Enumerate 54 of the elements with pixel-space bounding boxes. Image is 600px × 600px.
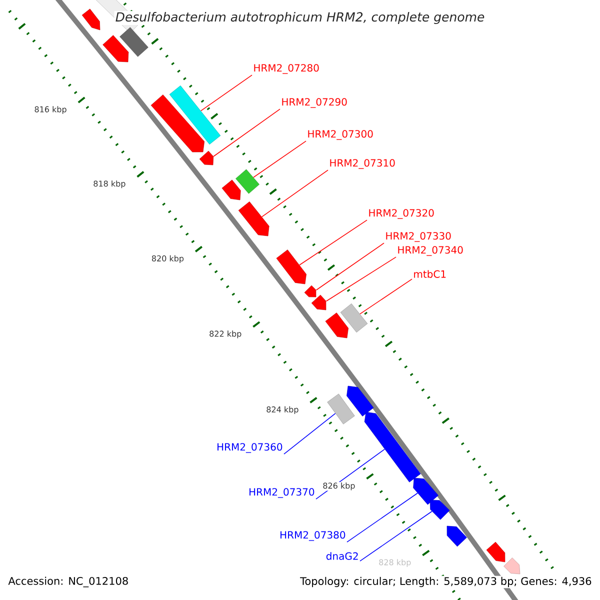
gene-block xyxy=(325,312,348,338)
scale-label: 818 kbp xyxy=(92,180,126,189)
title: Desulfobacterium autotrophicum HRM2, complete genome xyxy=(114,10,486,26)
leader-line xyxy=(262,170,328,218)
scale-label: 824 kbp xyxy=(266,406,300,415)
leader-line xyxy=(326,256,396,302)
scale-label: 816 kbp xyxy=(34,106,68,114)
gene-block xyxy=(486,542,506,562)
gene-block xyxy=(346,386,374,416)
gene-label: HRM2_07300 xyxy=(308,130,373,140)
leader-line xyxy=(316,242,384,290)
gene-block xyxy=(236,169,260,194)
leader-line xyxy=(213,108,280,157)
gene-block xyxy=(304,285,316,298)
scale-label: 828 kbp xyxy=(378,558,412,568)
leader-line xyxy=(360,510,432,562)
gene-block xyxy=(120,27,148,57)
gene-block xyxy=(238,201,270,236)
gene-block xyxy=(169,85,221,145)
scale-label: 826 kbp xyxy=(322,482,356,491)
scale-label: 820 kbp xyxy=(150,254,185,264)
gene-label: HRM2_07360 xyxy=(218,443,282,453)
gene-block xyxy=(276,250,306,284)
gene-block xyxy=(504,558,520,574)
gene-label: mtbC1 xyxy=(414,270,446,278)
leader-line xyxy=(253,140,306,178)
gene-label: HRM2_07340 xyxy=(398,246,463,256)
leader-line xyxy=(299,220,368,266)
gene-label: HRM2_07380 xyxy=(280,531,346,541)
gene-label: HRM2_07280 xyxy=(254,64,319,74)
gene-label: HRM2_07310 xyxy=(330,159,395,169)
gene-block xyxy=(327,394,355,424)
scale-label: 822 kbp xyxy=(208,330,242,339)
gene-block xyxy=(413,478,438,505)
gene-label: dnaG2 xyxy=(326,552,358,560)
gene-block xyxy=(150,94,204,152)
gene-block xyxy=(340,303,368,333)
gene-block xyxy=(102,35,129,62)
gene-label: HRM2_07330 xyxy=(386,232,451,242)
gene-label: HRM2_07370 xyxy=(250,488,314,498)
gene-block xyxy=(364,412,421,482)
footer-text: Accession: NC_012108 xyxy=(7,576,130,588)
leader-line xyxy=(200,74,252,112)
leader-line xyxy=(346,492,418,542)
leader-line xyxy=(360,278,412,314)
gene-label: HRM2_07320 xyxy=(369,209,434,219)
footer-text: Topology: circular; Length: 5,589,073 bp; Genes: 4,936 xyxy=(299,576,593,588)
gene-block xyxy=(199,150,214,166)
gene-block xyxy=(311,294,326,310)
gene-block xyxy=(446,526,467,547)
gene-block xyxy=(222,180,241,200)
gene-block xyxy=(82,8,100,30)
gene-label: HRM2_07290 xyxy=(282,98,347,108)
gene-block xyxy=(430,500,450,520)
